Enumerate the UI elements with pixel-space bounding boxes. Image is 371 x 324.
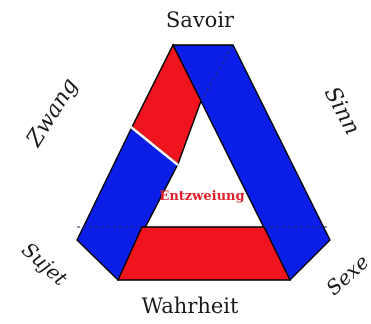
lower-left-label: Sujet [17,237,73,291]
top-label: Savoir [166,8,235,32]
upper-right-label: Sinn [319,83,365,139]
upper-left-label: Zwang [21,74,83,152]
bottom-label: Wahrheit [142,294,240,318]
red-band-bottom [118,227,290,280]
lower-right-label: Sexe [321,250,371,300]
center-label: Entzweiung [159,189,244,204]
